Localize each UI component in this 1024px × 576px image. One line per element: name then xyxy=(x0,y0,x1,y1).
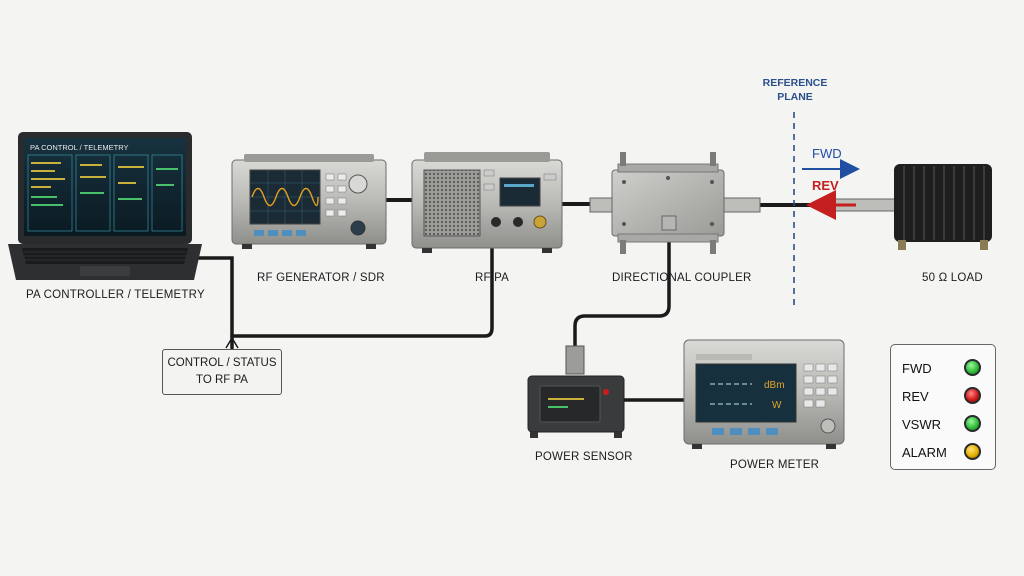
label-load: 50 Ω LOAD xyxy=(922,272,983,284)
reference-plane-line1: REFERENCE xyxy=(762,77,828,89)
status-name: ALARM xyxy=(902,445,947,460)
rf-generator xyxy=(231,154,387,249)
control-status-box: CONTROL / STATUS TO RF PA xyxy=(162,349,282,395)
fwd-label: FWD xyxy=(812,146,842,161)
cables xyxy=(188,198,822,402)
label-pa: RF PA xyxy=(475,272,510,284)
status-name: FWD xyxy=(902,361,932,376)
status-row-alarm: ALARM xyxy=(891,441,995,465)
status-led-alarm xyxy=(964,443,981,460)
control-arrow xyxy=(225,336,239,349)
status-led-rev xyxy=(964,387,981,404)
power-sensor xyxy=(527,345,625,438)
control-status-line1: CONTROL / STATUS xyxy=(167,357,277,369)
status-name: REV xyxy=(902,389,929,404)
status-row-vswr: VSWR xyxy=(891,413,995,437)
status-indicator-panel: FWD REV VSWR ALARM xyxy=(890,344,996,470)
rev-label: REV xyxy=(812,178,839,193)
status-name: VSWR xyxy=(902,417,941,432)
control-status-line2: TO RF PA xyxy=(196,374,248,386)
laptop-screen-title: PA CONTROL / TELEMETRY xyxy=(30,143,129,152)
label-meter: POWER METER xyxy=(730,459,820,471)
power-meter xyxy=(683,339,845,449)
status-led-fwd xyxy=(964,359,981,376)
label-generator: RF GENERATOR / SDR xyxy=(257,272,385,284)
label-controller: PA CONTROLLER / TELEMETRY xyxy=(26,289,205,301)
dummy-load xyxy=(819,164,992,250)
label-sensor: POWER SENSOR xyxy=(535,451,633,463)
rf-pa xyxy=(411,152,563,253)
meter-unit-w: W xyxy=(772,400,782,411)
status-row-fwd: FWD xyxy=(891,357,995,381)
laptop xyxy=(8,132,202,280)
status-row-rev: REV xyxy=(891,385,995,409)
meter-unit-dbm: dBm xyxy=(764,380,785,391)
reference-plane-line2: PLANE xyxy=(777,91,813,103)
status-led-vswr xyxy=(964,415,981,432)
label-coupler: DIRECTIONAL COUPLER xyxy=(612,272,752,284)
reference-plane-label: REFERENCE PLANE xyxy=(756,76,834,104)
directional-coupler xyxy=(589,152,761,254)
